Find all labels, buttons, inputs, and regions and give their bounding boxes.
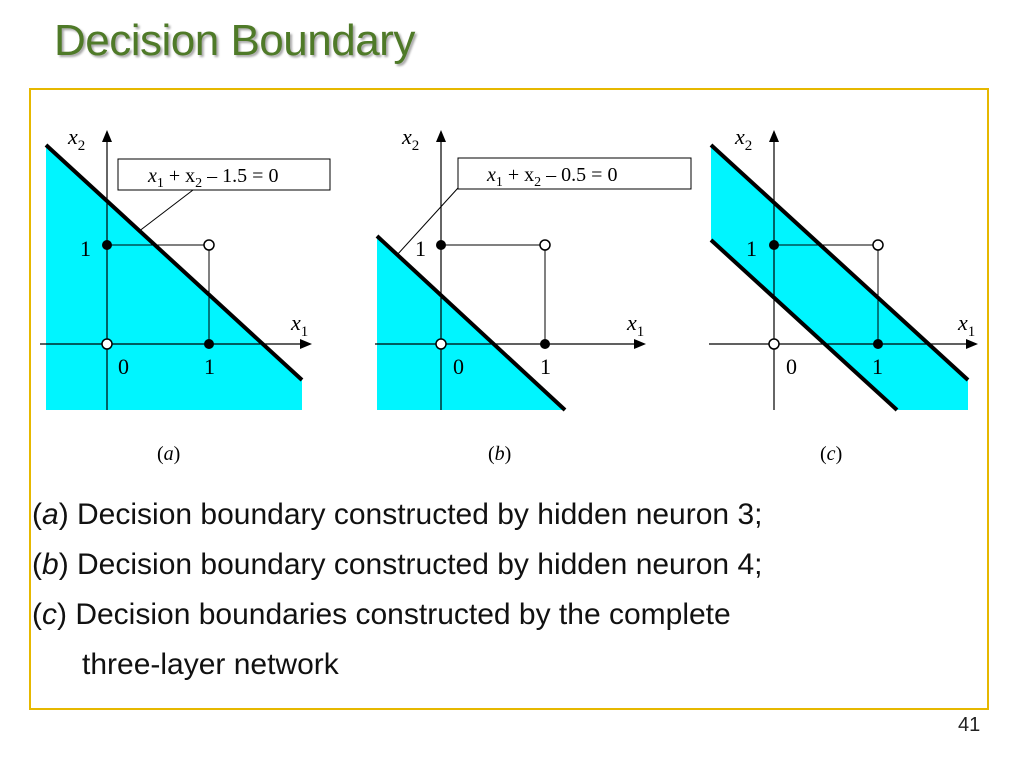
panel-a-x-tick-1: 1	[204, 354, 215, 379]
panel-a-x2-label: x2	[67, 124, 85, 154]
panel-a-boundary-line	[44, 143, 304, 382]
slide-title: Decision Boundary	[54, 16, 415, 65]
panel-c-origin-label: 0	[786, 354, 797, 379]
panel-a: x1 + x2 – 1.5 = 0 x2 x1 1 0 1 (a)	[40, 124, 331, 465]
caption-c-letter: c	[42, 598, 57, 631]
panel-a-leader-line	[137, 189, 194, 233]
figure-frame	[29, 88, 989, 710]
caption-b: (b) Decision boundary constructed by hid…	[32, 548, 763, 581]
panel-b-point-1-1-class-0	[539, 239, 551, 251]
caption-c-text: Decision boundaries constructed by the c…	[75, 598, 731, 631]
panel-c-x2-arrowhead	[769, 130, 779, 142]
caption-c: (c) Decision boundaries constructed by t…	[32, 598, 731, 631]
panel-b-x2-label: x2	[401, 124, 419, 154]
panel-c-point-1-0-class-1	[873, 339, 883, 349]
panel-a-origin-label: 0	[118, 354, 129, 379]
panel-a-equation-box	[117, 158, 331, 191]
panel-c-point-0-0-class-0	[768, 338, 780, 350]
panel-a-x1-arrowhead	[300, 339, 312, 349]
panel-a-point-0-1-class-1	[102, 240, 112, 250]
panel-c-point-0-1-class-1	[769, 240, 779, 250]
panel-b-point-0-1-class-1	[436, 240, 446, 250]
caption-a-text: Decision boundary constructed by hidden …	[77, 498, 763, 531]
panel-c-x2-label: x2	[734, 124, 752, 154]
panel-a-point-1-0-class-1	[204, 339, 214, 349]
panel-b-equation-box	[457, 157, 692, 190]
panel-c: x2 x1 1 0 1 (c)	[709, 124, 978, 465]
panel-a-equation: x1 + x2 – 1.5 = 0	[147, 165, 278, 191]
panel-b-origin-label: 0	[453, 354, 464, 379]
panel-c-y-tick-1: 1	[746, 236, 757, 261]
panel-a-x2-arrowhead	[102, 130, 112, 142]
caption-c-continuation: three-layer network	[82, 648, 339, 681]
caption-a-letter: a	[42, 498, 59, 531]
panel-a-point-1-1-class-0	[203, 239, 215, 251]
panel-c-x-tick-1: 1	[872, 354, 883, 379]
panel-b-equation: x1 + x2 – 0.5 = 0	[486, 164, 617, 190]
caption-b-text: Decision boundary constructed by hidden …	[77, 548, 763, 581]
panel-b-leader-line	[396, 187, 459, 256]
panel-b-x1-label: x1	[626, 310, 644, 340]
panel-b: x1 + x2 – 0.5 = 0 x2 x1 1 0 1 (b)	[375, 124, 692, 465]
panel-c-upper-boundary-line	[709, 143, 970, 382]
panel-b-label: (b)	[488, 443, 511, 465]
panel-a-y-tick-1: 1	[80, 236, 91, 261]
panel-c-label: (c)	[820, 443, 842, 465]
panel-c-x1-arrowhead	[966, 339, 978, 349]
panel-b-boundary-line	[375, 234, 567, 412]
panel-b-y-tick-1: 1	[415, 236, 426, 261]
panel-a-point-0-0-class-0	[101, 338, 113, 350]
panel-c-x1-label: x1	[957, 310, 975, 340]
panel-b-point-1-0-class-1	[540, 339, 550, 349]
panel-b-x-tick-1: 1	[540, 354, 551, 379]
panel-b-x2-arrowhead	[436, 130, 446, 142]
panel-a-label: (a)	[157, 443, 180, 465]
caption-list: (a) Decision boundary constructed by hid…	[32, 490, 992, 690]
caption-b-letter: b	[42, 548, 59, 581]
panel-b-x1-arrowhead	[634, 339, 646, 349]
page-number: 41	[958, 714, 981, 736]
panel-c-point-1-1-class-0	[872, 239, 884, 251]
panel-b-point-0-0-class-0	[435, 338, 447, 350]
panel-a-x1-label: x1	[290, 310, 308, 340]
caption-a: (a) Decision boundary constructed by hid…	[32, 498, 763, 531]
panel-c-lower-boundary-line	[709, 238, 899, 412]
